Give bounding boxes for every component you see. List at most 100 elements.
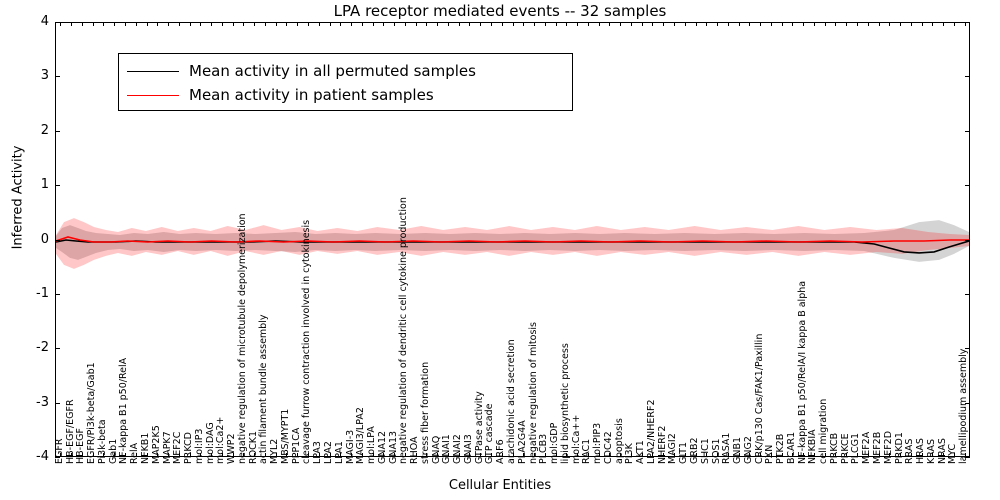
x-tick-mark — [81, 22, 83, 26]
x-tick-mark — [264, 453, 266, 457]
x-tick-mark — [900, 453, 902, 457]
x-tick-mark — [910, 22, 912, 26]
x-tick-mark — [512, 453, 514, 457]
x-tick-mark — [943, 453, 945, 457]
x-tick-mark — [706, 22, 708, 26]
x-tick-mark — [264, 22, 266, 26]
x-tick-mark — [943, 22, 945, 26]
x-tick-mark — [351, 453, 353, 457]
x-tick-mark — [426, 22, 428, 26]
x-tick-mark — [243, 22, 245, 26]
plot-area: Mean activity in all permuted samples Me… — [55, 22, 970, 457]
y-tick-mark — [965, 457, 970, 458]
x-tick-mark — [587, 453, 589, 457]
x-tick-mark — [437, 22, 439, 26]
legend-item-patient: Mean activity in patient samples — [127, 83, 564, 107]
x-tick-mark — [673, 22, 675, 26]
x-tick-mark — [60, 22, 62, 26]
x-tick-mark — [921, 22, 923, 26]
y-tick-mark — [965, 76, 970, 78]
x-tick-mark — [889, 22, 891, 26]
x-tick-mark — [361, 22, 363, 26]
x-tick-mark — [856, 453, 858, 457]
y-tick-mark — [55, 22, 60, 23]
x-tick-mark — [749, 453, 751, 457]
x-tick-mark — [221, 22, 223, 26]
y-tick-mark — [55, 76, 60, 78]
x-tick-mark — [447, 22, 449, 26]
series-svg — [56, 218, 969, 269]
x-tick-mark — [372, 453, 374, 457]
x-tick-mark — [501, 22, 503, 26]
legend-label-permuted: Mean activity in all permuted samples — [189, 62, 476, 80]
y-tick-mark — [965, 402, 970, 404]
y-tick-label: -3 — [36, 394, 49, 410]
x-tick-mark — [178, 453, 180, 457]
y-tick-mark — [55, 402, 60, 404]
y-tick-mark — [965, 22, 970, 23]
x-tick-mark — [717, 453, 719, 457]
x-tick-mark — [114, 22, 116, 26]
x-tick-mark — [307, 22, 309, 26]
chart-title: LPA receptor mediated events -- 32 sampl… — [333, 2, 667, 20]
x-tick-mark — [867, 22, 869, 26]
x-tick-mark — [523, 22, 525, 26]
patient-band — [56, 218, 969, 269]
x-tick-mark — [620, 22, 622, 26]
x-tick-mark — [232, 22, 234, 26]
x-tick-mark — [501, 453, 503, 457]
x-tick-mark — [480, 22, 482, 26]
x-tick-mark — [286, 453, 288, 457]
x-tick-mark — [437, 453, 439, 457]
x-tick-mark — [835, 22, 837, 26]
x-tick-mark — [490, 453, 492, 457]
x-tick-mark — [544, 453, 546, 457]
x-tick-mark — [684, 453, 686, 457]
x-tick-mark — [60, 453, 62, 457]
y-tick-mark — [55, 293, 60, 295]
x-tick-mark — [717, 22, 719, 26]
x-tick-mark — [135, 453, 137, 457]
legend-swatch-patient — [127, 94, 179, 96]
x-tick-mark — [867, 453, 869, 457]
x-tick-mark — [856, 22, 858, 26]
x-tick-mark — [361, 453, 363, 457]
x-tick-mark — [189, 453, 191, 457]
x-tick-mark — [135, 22, 137, 26]
y-tick-mark — [965, 185, 970, 187]
x-tick-mark — [114, 453, 116, 457]
x-tick-mark — [275, 22, 277, 26]
x-tick-mark — [189, 22, 191, 26]
x-tick-mark — [555, 453, 557, 457]
y-tick-mark — [55, 239, 60, 241]
x-tick-mark — [329, 22, 331, 26]
x-tick-mark — [71, 453, 73, 457]
y-tick-label: -1 — [36, 285, 49, 301]
patient-mean-line — [56, 236, 969, 243]
x-tick-mark — [383, 22, 385, 26]
x-tick-mark — [598, 22, 600, 26]
x-tick-mark — [663, 22, 665, 26]
x-tick-mark — [792, 22, 794, 26]
x-tick-mark — [921, 453, 923, 457]
x-tick-mark — [609, 453, 611, 457]
x-tick-mark — [706, 453, 708, 457]
x-tick-mark — [932, 453, 934, 457]
x-tick-mark — [673, 453, 675, 457]
x-tick-mark — [824, 453, 826, 457]
x-tick-mark — [286, 22, 288, 26]
y-tick-mark — [55, 348, 60, 350]
x-tick-mark — [846, 453, 848, 457]
y-tick-mark — [965, 348, 970, 350]
x-tick-mark — [71, 22, 73, 26]
x-tick-mark — [781, 453, 783, 457]
x-tick-mark — [200, 453, 202, 457]
x-tick-mark — [81, 453, 83, 457]
x-tick-mark — [652, 22, 654, 26]
x-tick-mark — [157, 453, 159, 457]
x-tick-mark — [426, 453, 428, 457]
x-tick-mark — [124, 22, 126, 26]
x-tick-mark — [447, 453, 449, 457]
x-tick-mark — [480, 453, 482, 457]
x-tick-mark — [727, 453, 729, 457]
